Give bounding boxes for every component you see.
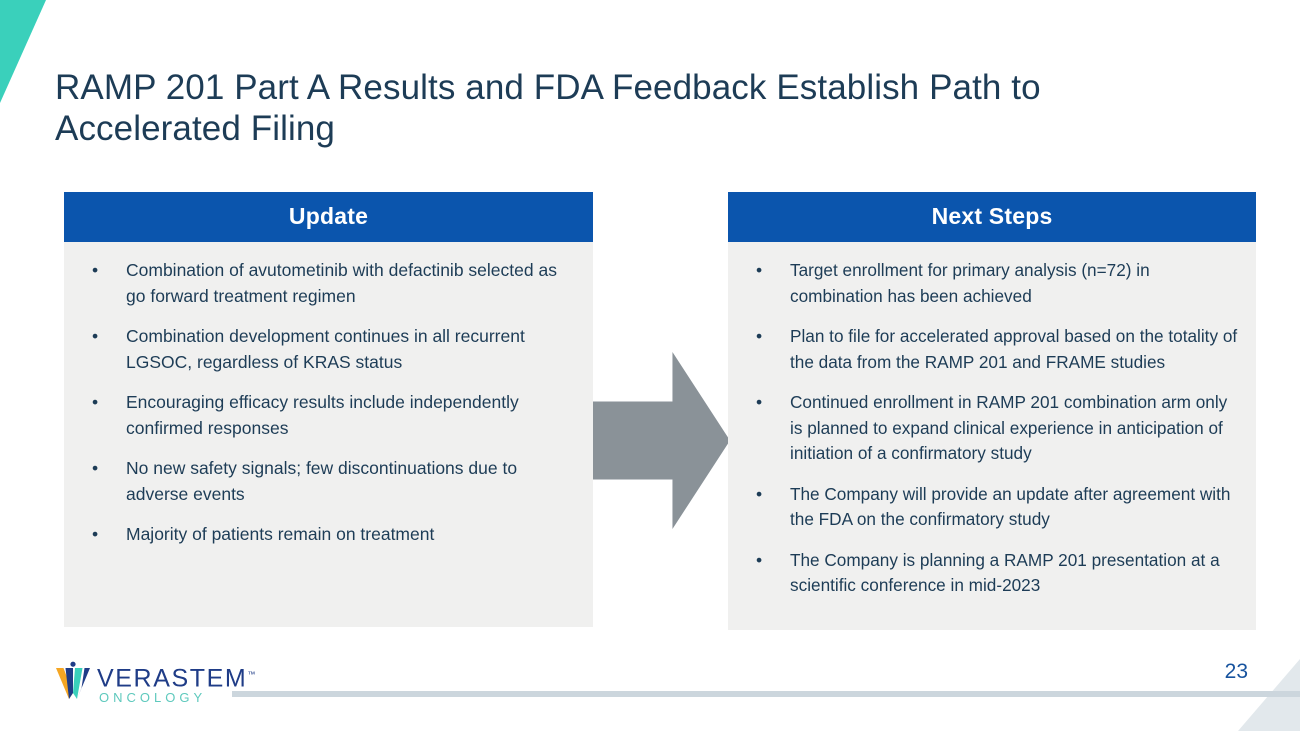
page-title: RAMP 201 Part A Results and FDA Feedback… bbox=[55, 68, 1041, 148]
logo-wordmark-text: VERASTEM bbox=[97, 664, 248, 693]
list-item-text: The Company will provide an update after… bbox=[790, 483, 1231, 530]
update-panel-body: • Combination of avutometinib with defac… bbox=[64, 242, 593, 627]
bullet-dot-icon: • bbox=[756, 326, 763, 346]
list-item-text: Plan to file for accelerated approval ba… bbox=[790, 326, 1238, 372]
list-item: • Combination development continues in a… bbox=[78, 324, 579, 375]
bullet-dot-icon: • bbox=[92, 392, 99, 412]
list-item: • No new safety signals; few discontinua… bbox=[78, 456, 579, 507]
bullet-dot-icon: • bbox=[756, 483, 763, 504]
list-item-text: Continued enrollment in RAMP 201 combina… bbox=[790, 392, 1228, 463]
bullet-dot-icon: • bbox=[92, 458, 99, 478]
list-item-text: Encouraging efficacy results include ind… bbox=[126, 392, 519, 438]
next-steps-panel: Next Steps • Target enrollment for prima… bbox=[728, 192, 1256, 630]
bullet-dot-icon: • bbox=[92, 524, 99, 544]
bullet-dot-icon: • bbox=[756, 260, 763, 280]
list-item-text: Majority of patients remain on treatment bbox=[126, 524, 435, 544]
list-item: • Encouraging efficacy results include i… bbox=[78, 390, 579, 441]
bullet-dot-icon: • bbox=[92, 260, 99, 280]
list-item: • Majority of patients remain on treatme… bbox=[78, 522, 579, 548]
logo-text-block: VERASTEM™ ONCOLOGY bbox=[97, 661, 256, 706]
verastem-v-mark-icon bbox=[56, 661, 90, 699]
verastem-oncology-logo: VERASTEM™ ONCOLOGY bbox=[55, 661, 255, 705]
page-number: 23 bbox=[1224, 660, 1248, 683]
logo-tagline: ONCOLOGY bbox=[99, 690, 207, 706]
list-item: • The Company is planning a RAMP 201 pre… bbox=[742, 548, 1242, 599]
list-item: • Target enrollment for primary analysis… bbox=[742, 258, 1242, 309]
trademark-icon: ™ bbox=[247, 670, 256, 679]
footer-divider bbox=[232, 691, 1300, 697]
teal-corner-accent bbox=[0, 0, 46, 103]
list-item: • Plan to file for accelerated approval … bbox=[742, 324, 1242, 375]
list-item-text: Combination development continues in all… bbox=[126, 326, 525, 372]
next-steps-bullet-list: • Target enrollment for primary analysis… bbox=[742, 258, 1242, 599]
list-item: • The Company will provide an update aft… bbox=[742, 482, 1242, 533]
list-item-text: Target enrollment for primary analysis (… bbox=[790, 260, 1150, 306]
logo-wordmark: VERASTEM™ bbox=[97, 663, 256, 693]
list-item-text: The Company is planning a RAMP 201 prese… bbox=[790, 549, 1220, 596]
list-item: • Combination of avutometinib with defac… bbox=[78, 258, 579, 309]
next-steps-panel-body: • Target enrollment for primary analysis… bbox=[728, 242, 1256, 630]
update-panel: Update • Combination of avutometinib wit… bbox=[64, 192, 593, 627]
update-panel-header: Update bbox=[64, 192, 593, 242]
bullet-dot-icon: • bbox=[756, 392, 763, 412]
list-item: • Continued enrollment in RAMP 201 combi… bbox=[742, 390, 1242, 467]
bullet-dot-icon: • bbox=[756, 549, 763, 570]
right-arrow-icon bbox=[593, 352, 730, 529]
update-bullet-list: • Combination of avutometinib with defac… bbox=[78, 258, 579, 548]
next-steps-panel-header: Next Steps bbox=[728, 192, 1256, 242]
list-item-text: Combination of avutometinib with defacti… bbox=[126, 260, 557, 306]
list-item-text: No new safety signals; few discontinuati… bbox=[126, 458, 518, 504]
bullet-dot-icon: • bbox=[92, 326, 99, 346]
